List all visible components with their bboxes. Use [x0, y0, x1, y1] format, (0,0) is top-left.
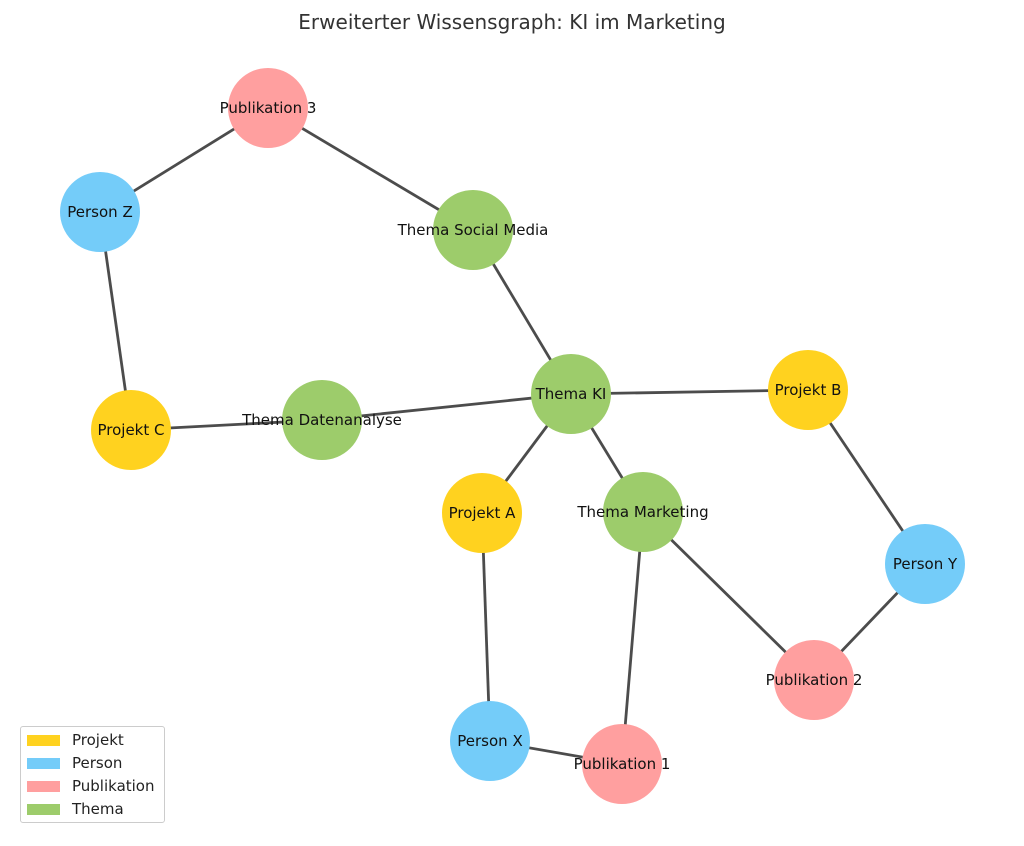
node-projektA[interactable]: Projekt A — [442, 473, 522, 553]
node-circle-themaSM[interactable] — [433, 190, 513, 270]
nodes-layer: Publikation 3 Person Z Thema Social MediaT… — [60, 68, 965, 804]
legend-label-publikation: Publikation — [72, 777, 155, 795]
node-label-themaSM: Thema Social Media — [397, 221, 549, 239]
node-label-projektB: Projekt B — [775, 381, 842, 399]
node-label-themaKI: Thema KI — [535, 385, 607, 403]
node-label-personZ: Person Z — [67, 203, 132, 221]
node-pub1[interactable]: Publikation 1 — [574, 724, 671, 804]
edge-themaM-pub1 — [620, 511, 645, 765]
node-circle-projektC[interactable] — [91, 390, 171, 470]
node-projektC[interactable]: Projekt C — [91, 390, 171, 470]
legend-item-projekt: Projekt — [27, 730, 124, 750]
node-personY[interactable]: Person Y — [885, 524, 965, 604]
node-circle-pub3[interactable] — [228, 68, 308, 148]
legend-swatch-thema — [27, 803, 60, 815]
node-circle-themaDA[interactable] — [282, 380, 362, 460]
node-themaM[interactable]: Thema Marketing — [576, 472, 709, 552]
node-personZ[interactable]: Person Z — [60, 172, 140, 252]
node-circle-personZ[interactable] — [60, 172, 140, 252]
node-circle-personX[interactable] — [450, 701, 530, 781]
node-label-projektC: Projekt C — [97, 421, 164, 439]
graph-title: Erweiterter Wissensgraph: KI im Marketin… — [298, 10, 725, 34]
node-label-personX: Person X — [457, 732, 522, 750]
legend: Projekt Person Publikation Thema — [20, 726, 165, 823]
legend-swatch-publikation — [27, 780, 60, 792]
node-circle-pub1[interactable] — [582, 724, 662, 804]
node-circle-projektB[interactable] — [768, 350, 848, 430]
node-circle-personY[interactable] — [885, 524, 965, 604]
node-themaSM[interactable]: Thema Social Media — [397, 190, 549, 270]
node-circle-themaM[interactable] — [603, 472, 683, 552]
node-label-personY: Person Y — [893, 555, 958, 573]
node-label-pub2: Publikation 2 — [766, 671, 863, 689]
node-projektB[interactable]: Projekt B — [768, 350, 848, 430]
node-label-projektA: Projekt A — [449, 504, 517, 522]
node-themaDA[interactable]: Thema Datenanalyse — [241, 380, 402, 460]
node-label-themaM: Thema Marketing — [576, 503, 708, 521]
legend-label-person: Person — [72, 754, 123, 772]
node-label-pub3: Publikation 3 — [220, 99, 317, 117]
legend-item-publikation: Publikation — [27, 776, 155, 796]
legend-item-person: Person — [27, 753, 122, 773]
legend-item-thema: Thema — [27, 799, 124, 819]
node-personX[interactable]: Person X — [450, 701, 530, 781]
legend-swatch-projekt — [27, 734, 60, 746]
node-themaKI[interactable]: Thema KI — [531, 354, 611, 434]
legend-swatch-person — [27, 757, 60, 769]
legend-label-projekt: Projekt — [72, 731, 124, 749]
node-pub3[interactable]: Publikation 3 — [220, 68, 317, 148]
node-pub2[interactable]: Publikation 2 — [766, 640, 863, 720]
node-label-themaDA: Thema Datenanalyse — [241, 411, 402, 429]
node-circle-themaKI[interactable] — [531, 354, 611, 434]
node-label-pub1: Publikation 1 — [574, 755, 671, 773]
node-circle-pub2[interactable] — [774, 640, 854, 720]
edge-themaDA-themaKI — [321, 392, 572, 422]
legend-label-thema: Thema — [72, 800, 124, 818]
node-circle-projektA[interactable] — [442, 473, 522, 553]
